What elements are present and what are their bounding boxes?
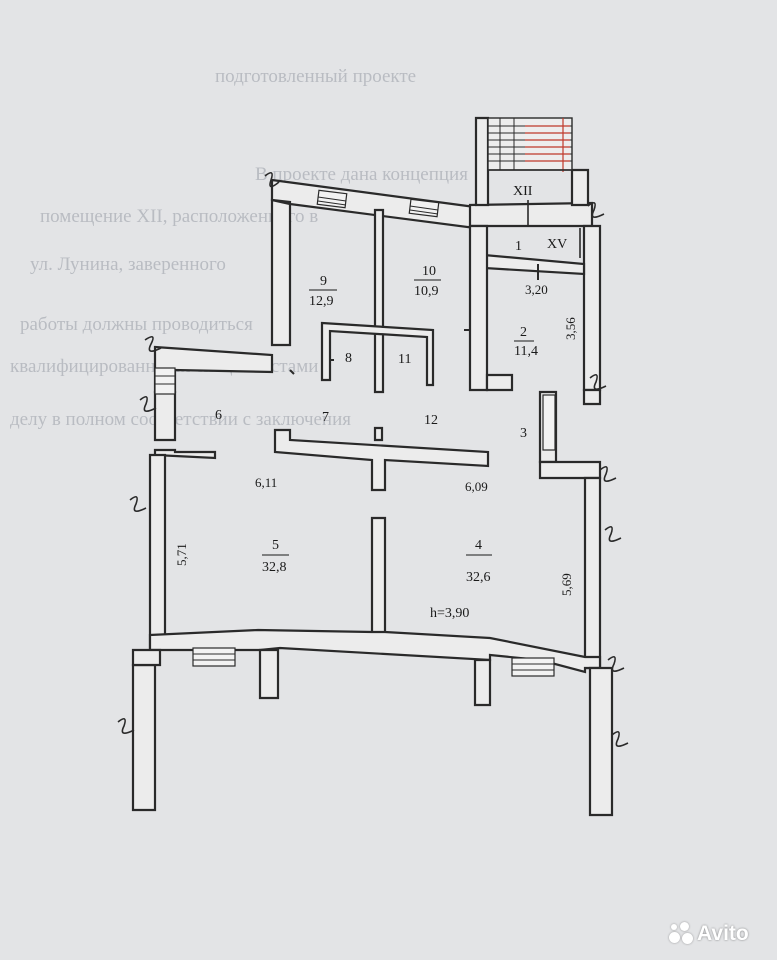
room-number-2: 2 [520,325,527,340]
room-number-5: 5 [272,538,279,553]
room-number-1: 1 [515,239,522,254]
room-area-9: 12,9 [309,294,334,309]
window [154,367,176,395]
ghost-line: ул. Лунина, заверенного [30,254,226,275]
room-number-9: 9 [320,274,327,289]
dim-5-69: 5,69 [559,573,574,596]
window [408,198,440,218]
room-area-5: 32,8 [262,560,287,575]
avito-watermark: Avito [669,920,765,948]
room-area-4: 32,6 [466,570,491,585]
dim-3-20: 3,20 [525,282,548,297]
avito-brand: Avito [697,922,749,945]
ceiling-height: h=3,90 [430,606,469,621]
room-number-4: 4 [475,538,482,553]
dim-6-09: 6,09 [465,479,488,494]
room-labels: XII 1 XV 2 11,4 3 4 32,6 5 32,8 6 7 8 9 … [215,184,567,585]
room-number-3: 3 [520,426,527,441]
window [316,189,348,209]
room-number-6: 6 [215,408,222,423]
ghost-line: помещение XII, расположенного в [40,206,318,227]
background-text: подготовленный проекте В проекте дана ко… [10,66,468,430]
ghost-heading: подготовленный проекте [215,66,416,87]
ghost-line: делу в полном соответствии с заключения [10,409,351,430]
room-number-7: 7 [322,410,329,425]
room-number-12: 12 [424,413,438,428]
windows [154,189,556,677]
dimensions: 3,20 3,56 6,11 6,09 5,71 5,69 h=3,90 [174,282,578,621]
room-area-2: 11,4 [514,344,538,359]
dim-6-11: 6,11 [255,475,277,490]
stair-label-XII: XII [513,184,533,199]
ghost-line: работы должны проводиться [20,314,253,335]
door-marks [289,264,539,375]
break-marks [117,172,629,747]
ghost-line: В проекте дана концепция [255,164,468,185]
dim-5-71: 5,71 [174,543,189,566]
room-number-8: 8 [345,351,352,366]
dim-3-56: 3,56 [563,317,578,340]
room-number-10: 10 [422,264,436,279]
window [511,657,555,677]
room-label-XV: XV [547,237,567,252]
window [192,647,236,667]
room-number-11: 11 [398,352,411,367]
room-area-10: 10,9 [414,284,439,299]
avito-logo-icon [669,922,693,946]
staircase [487,117,581,258]
window [542,394,556,451]
